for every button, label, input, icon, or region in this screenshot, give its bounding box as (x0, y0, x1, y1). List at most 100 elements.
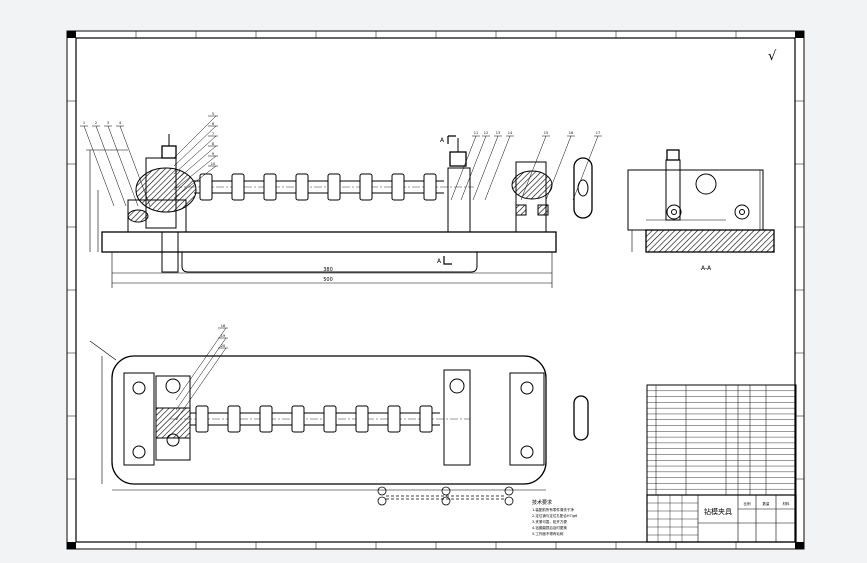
balloon-6: 6 (212, 122, 214, 126)
top-view (89, 340, 589, 491)
shaft-collar-2 (231, 173, 245, 201)
shaft-collar-4 (291, 405, 305, 433)
tech-req-title: 技术要求 (532, 499, 552, 506)
shaft-collar-3 (263, 173, 277, 201)
top-left-block (123, 372, 155, 466)
balloon-19: 19 (221, 334, 225, 338)
left-clamp-section (135, 167, 197, 213)
shaft-collar-5 (327, 173, 341, 201)
dim-label-380: 380 (323, 267, 333, 273)
balloon-8: 8 (212, 142, 214, 146)
side-frame (627, 169, 764, 231)
bolt-bottom-right (520, 445, 534, 459)
balloon-12: 12 (484, 131, 488, 135)
tail-section (511, 170, 553, 200)
view-label-a-1: A (440, 137, 445, 144)
corner-mark-bl (67, 542, 76, 549)
outer-frame (66, 30, 805, 550)
balloon-16: 16 (569, 131, 573, 135)
bolt-top-left (132, 381, 146, 395)
side-base (645, 229, 775, 253)
shaft-collar-8 (423, 173, 437, 201)
balloon-18: 18 (221, 324, 225, 328)
corner-mark-tl (67, 31, 76, 38)
top-clamp-section (155, 407, 191, 439)
corner-mark-tr (795, 31, 804, 38)
pin-parts (377, 486, 514, 506)
balloon-5: 5 (212, 112, 214, 116)
balloon-1: 1 (83, 121, 85, 125)
cad-drawing: √ (66, 30, 805, 550)
top-right-support (443, 369, 471, 466)
tail-bracket (515, 161, 547, 233)
side-hole-left (666, 204, 682, 220)
roughness-symbol: √ (768, 49, 777, 64)
bolt-top-right (520, 381, 534, 395)
side-hole-right (734, 204, 750, 220)
bolt-clamp-2 (166, 433, 180, 447)
side-shaft-circle (695, 173, 717, 195)
tech-req-line-3: 3.夹紧可靠，松开方便 (532, 519, 567, 524)
shaft-collar-1 (199, 173, 213, 201)
balloon-17: 17 (596, 131, 600, 135)
side-clamp (665, 159, 681, 221)
balloon-15: 15 (544, 131, 548, 135)
inner-frame (75, 37, 796, 543)
balloon-4: 4 (119, 121, 122, 125)
right-support (447, 167, 471, 233)
bolt-right-support (449, 378, 465, 394)
top-base-plate (111, 355, 547, 485)
dim-label-500: 500 (323, 277, 333, 283)
top-tail-block (509, 372, 545, 466)
shaft-collar-7 (387, 405, 401, 433)
shaft-collar-5 (323, 405, 337, 433)
leader-lines-top: 18 19 20 (175, 324, 228, 421)
balloon-13: 13 (496, 131, 500, 135)
base-slot (181, 252, 478, 273)
tech-req-line-1: 1.装配前所有零件清洗干净 (532, 507, 574, 512)
tech-req-line-5: 5.工作面不得有毛刺 (532, 531, 564, 536)
corner-mark-br (795, 542, 804, 549)
shaft-collar-6 (355, 405, 369, 433)
tail-foot-right (537, 204, 549, 216)
tech-requirements: 1.装配前所有零件清洗干净2.定位销与定位孔配合H7/g63.夹紧可靠，松开方便… (532, 507, 577, 536)
balloon-2: 2 (95, 121, 97, 125)
view-label-a-2: A (437, 258, 442, 265)
tech-req-line-4: 4.钻套磨损后及时更换 (532, 525, 567, 530)
shaft-collar-4 (295, 173, 309, 201)
top-handle (573, 395, 589, 441)
balloon-20: 20 (221, 344, 225, 348)
shaft-collar-7 (391, 173, 405, 201)
front-view (86, 134, 593, 288)
base-plate (101, 231, 557, 253)
drawing-sheet: √ (66, 30, 805, 550)
shaft-collar-1 (195, 405, 209, 433)
shaft-collar-6 (359, 173, 373, 201)
left-nut (161, 145, 177, 159)
shaft-top (170, 405, 470, 433)
balloon-9: 9 (212, 152, 214, 156)
balloon-14: 14 (508, 131, 513, 135)
balloon-7: 7 (212, 132, 214, 136)
right-nut (449, 151, 467, 167)
title-block (646, 494, 797, 543)
balloon-11: 11 (474, 131, 478, 135)
balloon-3: 3 (107, 121, 109, 125)
shaft-front (174, 173, 474, 201)
shaft-collar-2 (227, 405, 241, 433)
left-foot-section (127, 209, 149, 223)
handle (573, 157, 593, 219)
bom-table (646, 384, 797, 496)
title-material-label: 材料 (783, 501, 791, 506)
balloon-10: 10 (211, 162, 215, 166)
title-scale-label: 比例 (744, 501, 752, 506)
top-dim-leader (89, 340, 117, 361)
bolt-clamp (165, 378, 181, 394)
tail-foot-left (515, 204, 527, 216)
shaft-collar-8 (419, 405, 433, 433)
side-view (627, 149, 775, 253)
zone-ticks (67, 31, 804, 549)
section-arrow-bottom (443, 256, 452, 265)
